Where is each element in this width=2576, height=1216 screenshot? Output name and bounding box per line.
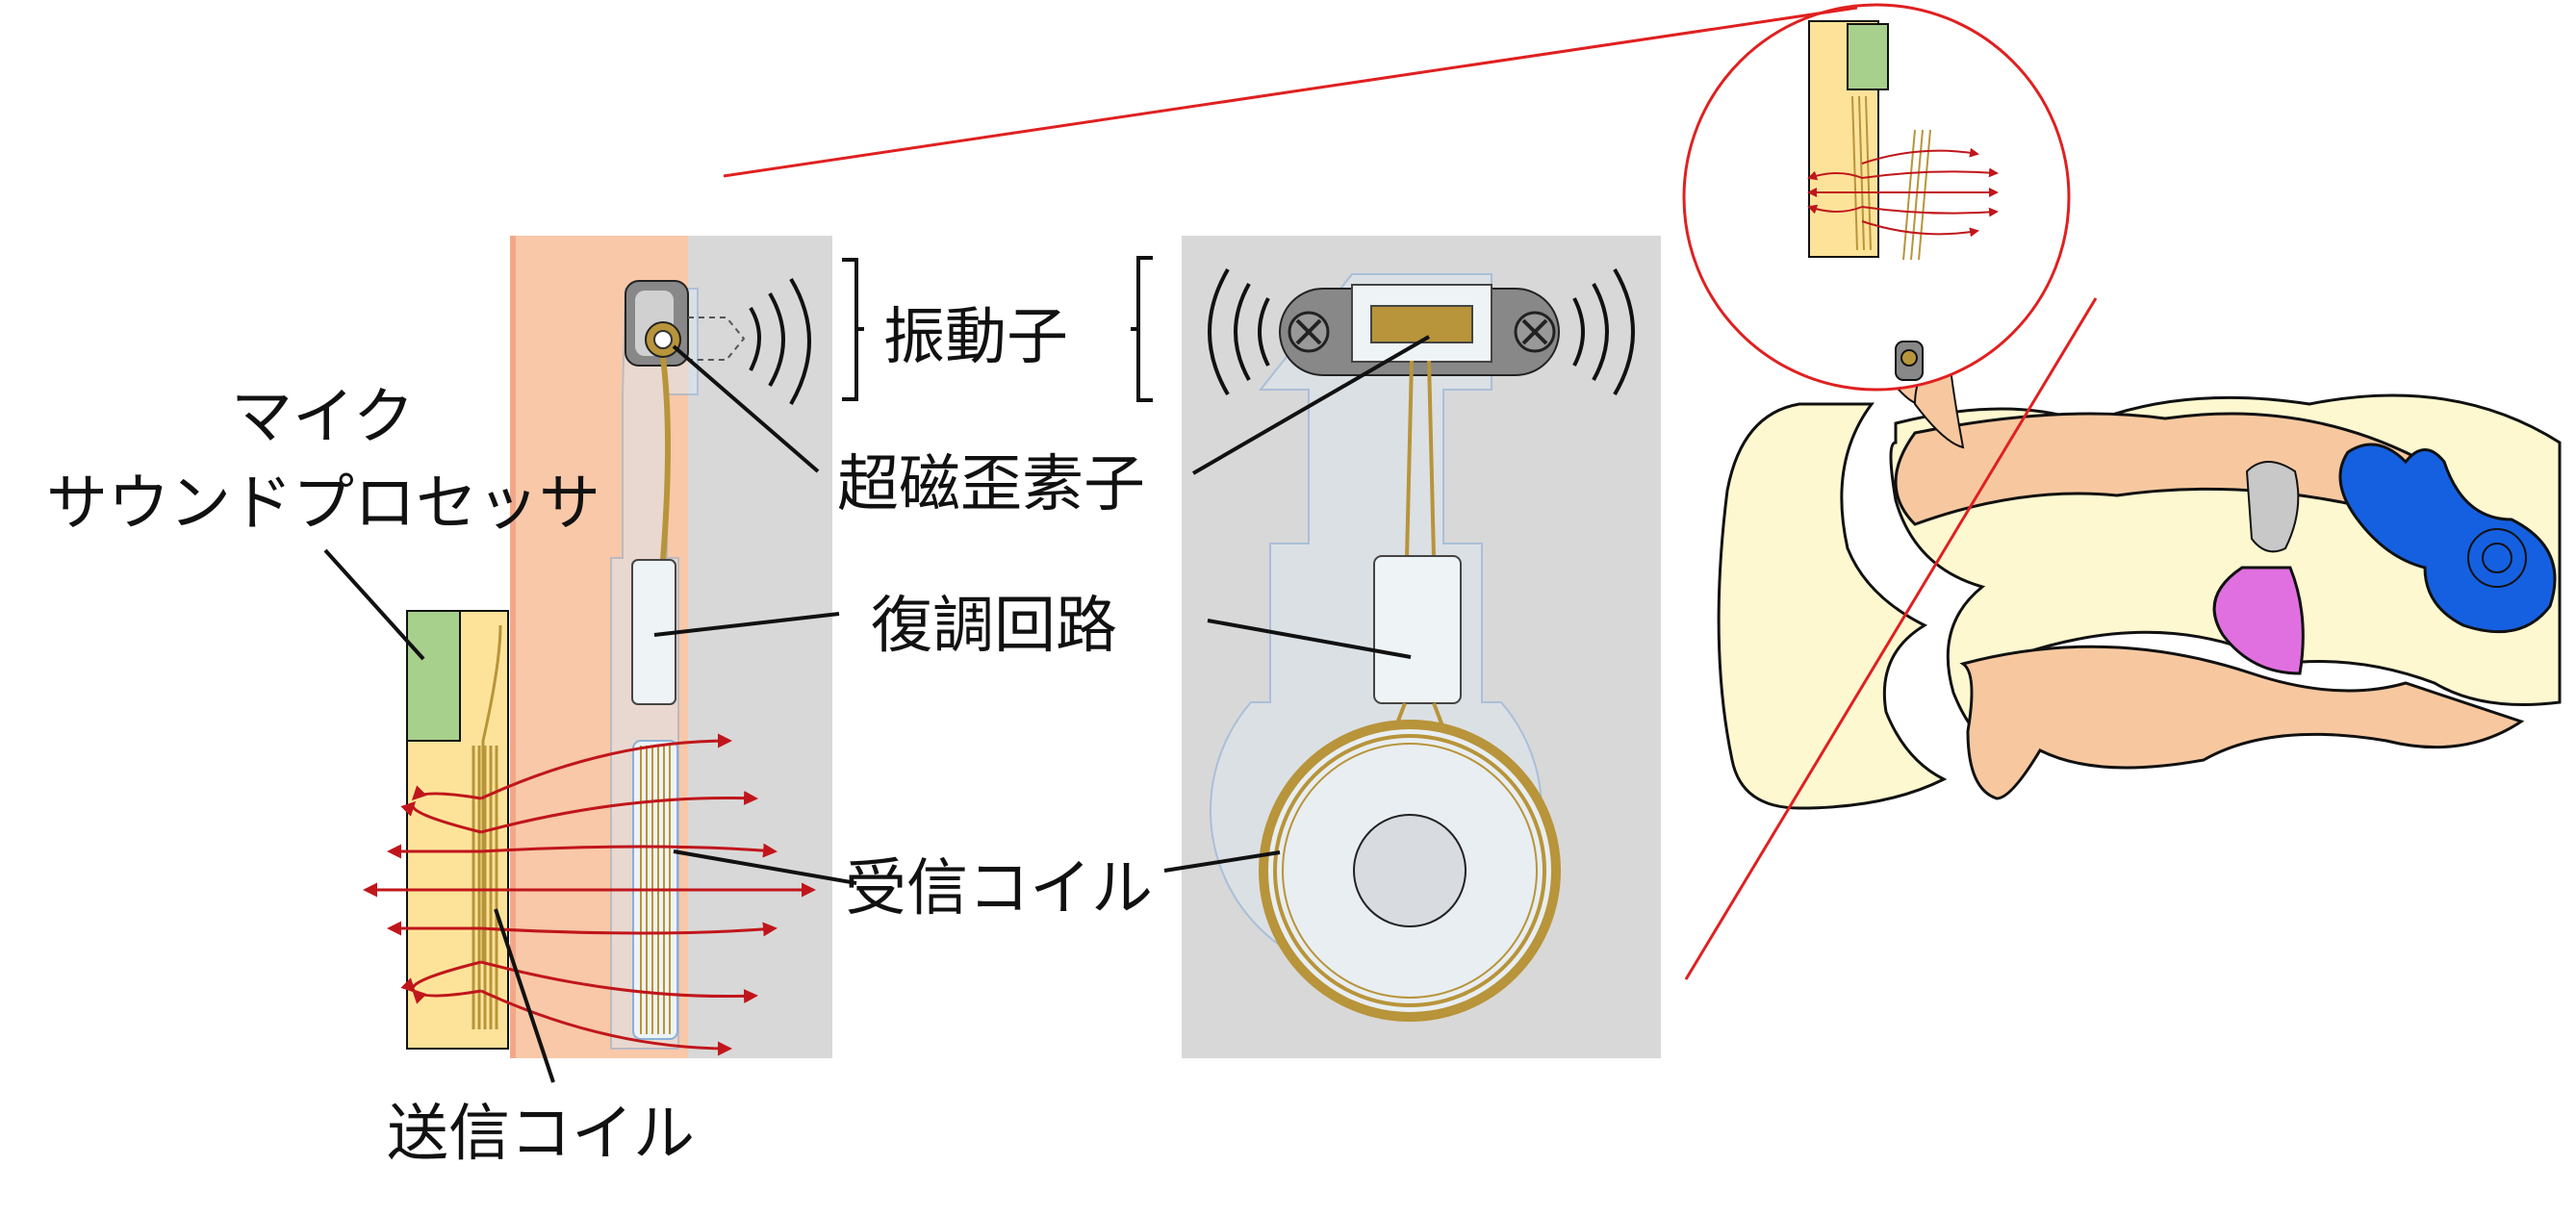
- label-leaders: [323, 335, 1431, 1083]
- ear-canal-lower: [1959, 645, 2525, 800]
- receive-coil-front: [1259, 720, 1561, 1022]
- eardrum: [2212, 566, 2305, 675]
- outer-ear: [1717, 402, 1948, 810]
- screw-left-icon: [1288, 311, 1330, 353]
- vibrator-brackets: [842, 256, 1153, 402]
- microphone: [406, 610, 461, 742]
- zoom-microphone: [1847, 23, 1889, 90]
- vibration-waves: [749, 277, 811, 405]
- label-transmit-coil: 送信コイル: [387, 1099, 695, 1170]
- front-view: [1182, 236, 1661, 1058]
- label-mic: マイク: [231, 382, 415, 453]
- magnetostrictive-element-front: [1370, 305, 1473, 343]
- zoom-line-bottom: [1684, 297, 2098, 980]
- bone-housing-region: [688, 236, 832, 1058]
- ossicles: [2245, 461, 2300, 553]
- vibration-waves-front: [1208, 267, 1635, 396]
- vibration-cone: [688, 317, 746, 361]
- label-demod-circuit: 復調回路: [871, 591, 1117, 662]
- cochlea: [2338, 443, 2557, 634]
- side-section: [363, 236, 832, 1058]
- magnetic-field-arrows: [363, 733, 816, 1056]
- demod-circuit-front: [1373, 555, 1462, 704]
- label-magnetostrictive: 超磁歪素子: [837, 449, 1145, 520]
- zoom-line-top: [723, 6, 1858, 178]
- skin-surface: [510, 236, 516, 1058]
- label-vibrator: 振動子: [883, 302, 1068, 373]
- screw-right-icon: [1514, 311, 1556, 353]
- ear-canal-upper: [1894, 412, 2417, 526]
- zoom-field-arrows: [1807, 147, 1999, 238]
- label-sound-processor: サウンドプロセッサ: [46, 469, 600, 540]
- label-receive-coil: 受信コイル: [845, 853, 1153, 925]
- ear-anatomy: [723, 3, 2562, 980]
